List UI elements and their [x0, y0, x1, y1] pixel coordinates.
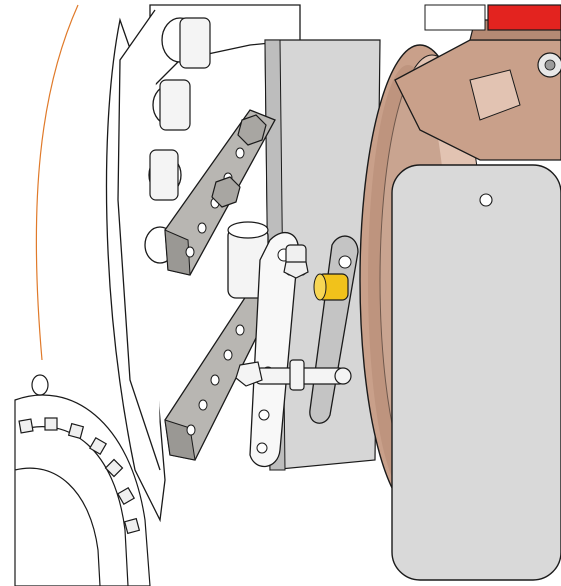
hex-nuts [211, 114, 267, 208]
front-steel-plate [391, 164, 561, 581]
yellow-pin [313, 273, 349, 301]
lower-bracket [164, 289, 276, 461]
red-block [487, 4, 561, 31]
housing-bosses [149, 17, 211, 201]
top-screw [537, 52, 561, 78]
ring-gear [14, 374, 151, 586]
horizontal-bolt [235, 359, 352, 391]
white-panel-top [424, 4, 486, 31]
orange-guide-line [35, 4, 79, 361]
top-bolt [283, 244, 309, 279]
